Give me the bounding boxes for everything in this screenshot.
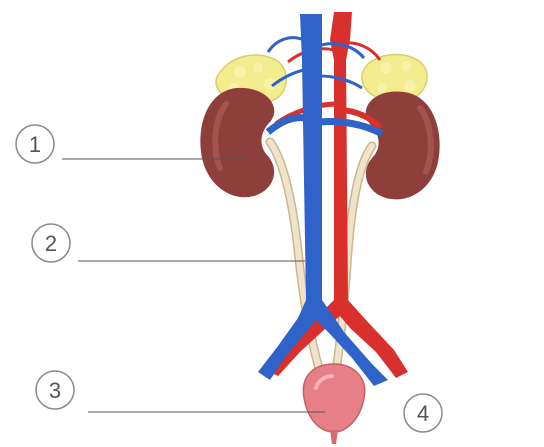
label-2: 2 bbox=[32, 224, 70, 262]
right-kidney bbox=[366, 92, 440, 200]
left-kidney bbox=[200, 88, 274, 197]
label-4: 4 bbox=[404, 394, 442, 432]
label-3-number: 3 bbox=[49, 378, 61, 403]
label-1-number: 1 bbox=[29, 132, 41, 157]
bladder bbox=[303, 364, 364, 432]
label-2-number: 2 bbox=[45, 231, 57, 256]
label-3: 3 bbox=[36, 371, 74, 409]
urethra bbox=[330, 430, 338, 444]
label-1: 1 bbox=[16, 125, 54, 163]
label-4-number: 4 bbox=[417, 401, 429, 426]
